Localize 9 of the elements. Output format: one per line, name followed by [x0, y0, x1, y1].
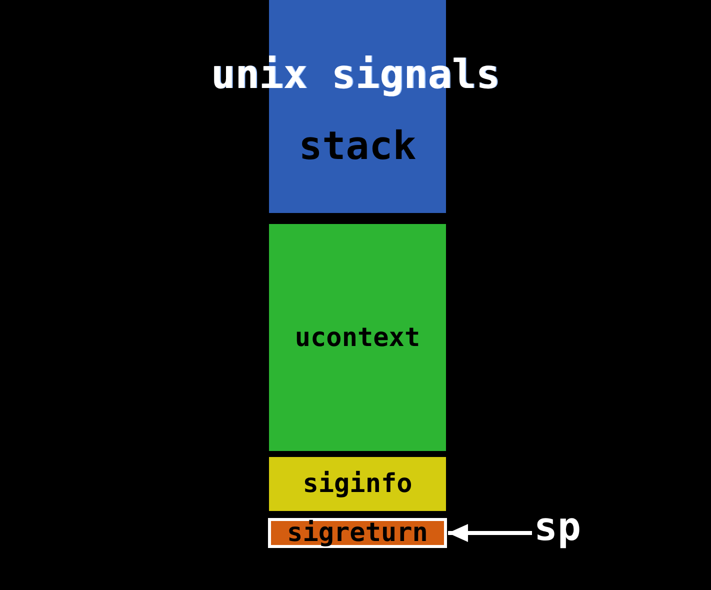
block-label: ucontext	[294, 322, 420, 352]
memory-block	[268, 518, 447, 548]
register-label: sp	[534, 504, 586, 550]
block-label: stack	[298, 124, 416, 169]
arrow	[448, 524, 532, 542]
block-label: sigreturn	[287, 521, 428, 545]
block-label: siginfo	[302, 469, 412, 499]
memory-block	[269, 224, 446, 451]
memory-block	[269, 457, 446, 511]
